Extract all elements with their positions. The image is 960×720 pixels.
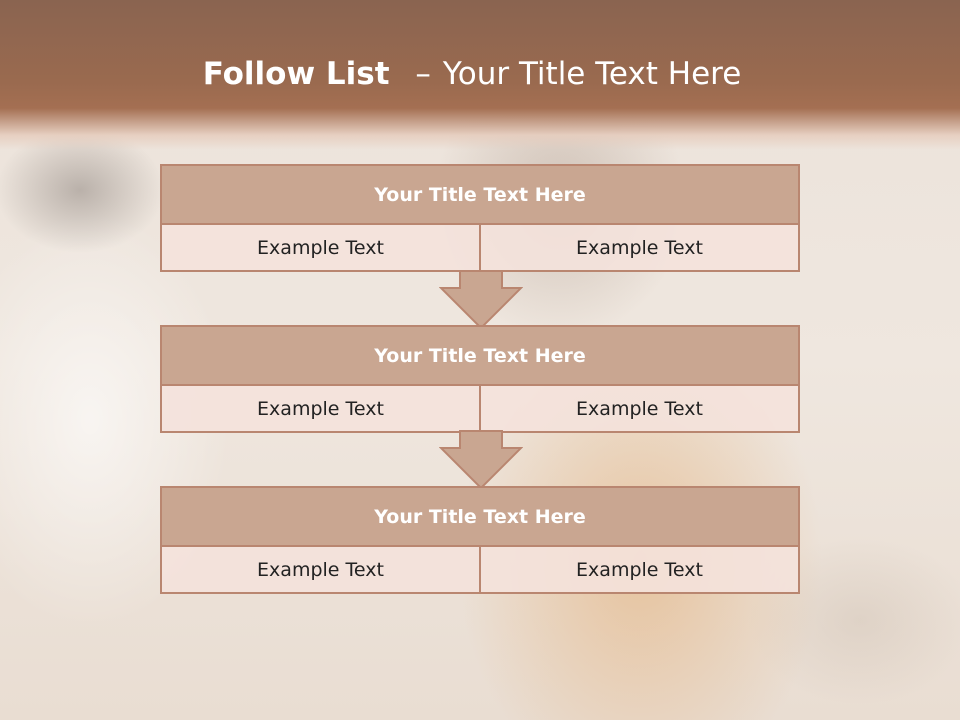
slide-title-bold: Follow List <box>202 56 390 92</box>
slide-title: Follow List –Your Title Text Here <box>0 56 944 92</box>
slide-title-rest: Your Title Text Here <box>442 56 742 92</box>
header-band <box>0 0 960 150</box>
step-cell-right: Example Text <box>479 386 798 431</box>
step-row: Example Text Example Text <box>162 225 798 270</box>
step-box-2: Your Title Text Here Example Text Exampl… <box>160 325 800 433</box>
step-row: Example Text Example Text <box>162 547 798 592</box>
step-box-3: Your Title Text Here Example Text Exampl… <box>160 486 800 594</box>
step-cell-left: Example Text <box>257 236 384 259</box>
down-arrow-icon <box>439 430 523 490</box>
step-cell-left: Example Text <box>257 558 384 581</box>
down-arrow-icon <box>439 270 523 330</box>
step-title: Your Title Text Here <box>162 166 798 225</box>
step-cell-right: Example Text <box>479 225 798 270</box>
step-cell-right: Example Text <box>479 547 798 592</box>
step-title: Your Title Text Here <box>162 488 798 547</box>
step-row: Example Text Example Text <box>162 386 798 431</box>
step-title: Your Title Text Here <box>162 327 798 386</box>
slide-title-separator: – <box>415 56 431 92</box>
step-box-1: Your Title Text Here Example Text Exampl… <box>160 164 800 272</box>
step-cell-left: Example Text <box>257 397 384 420</box>
